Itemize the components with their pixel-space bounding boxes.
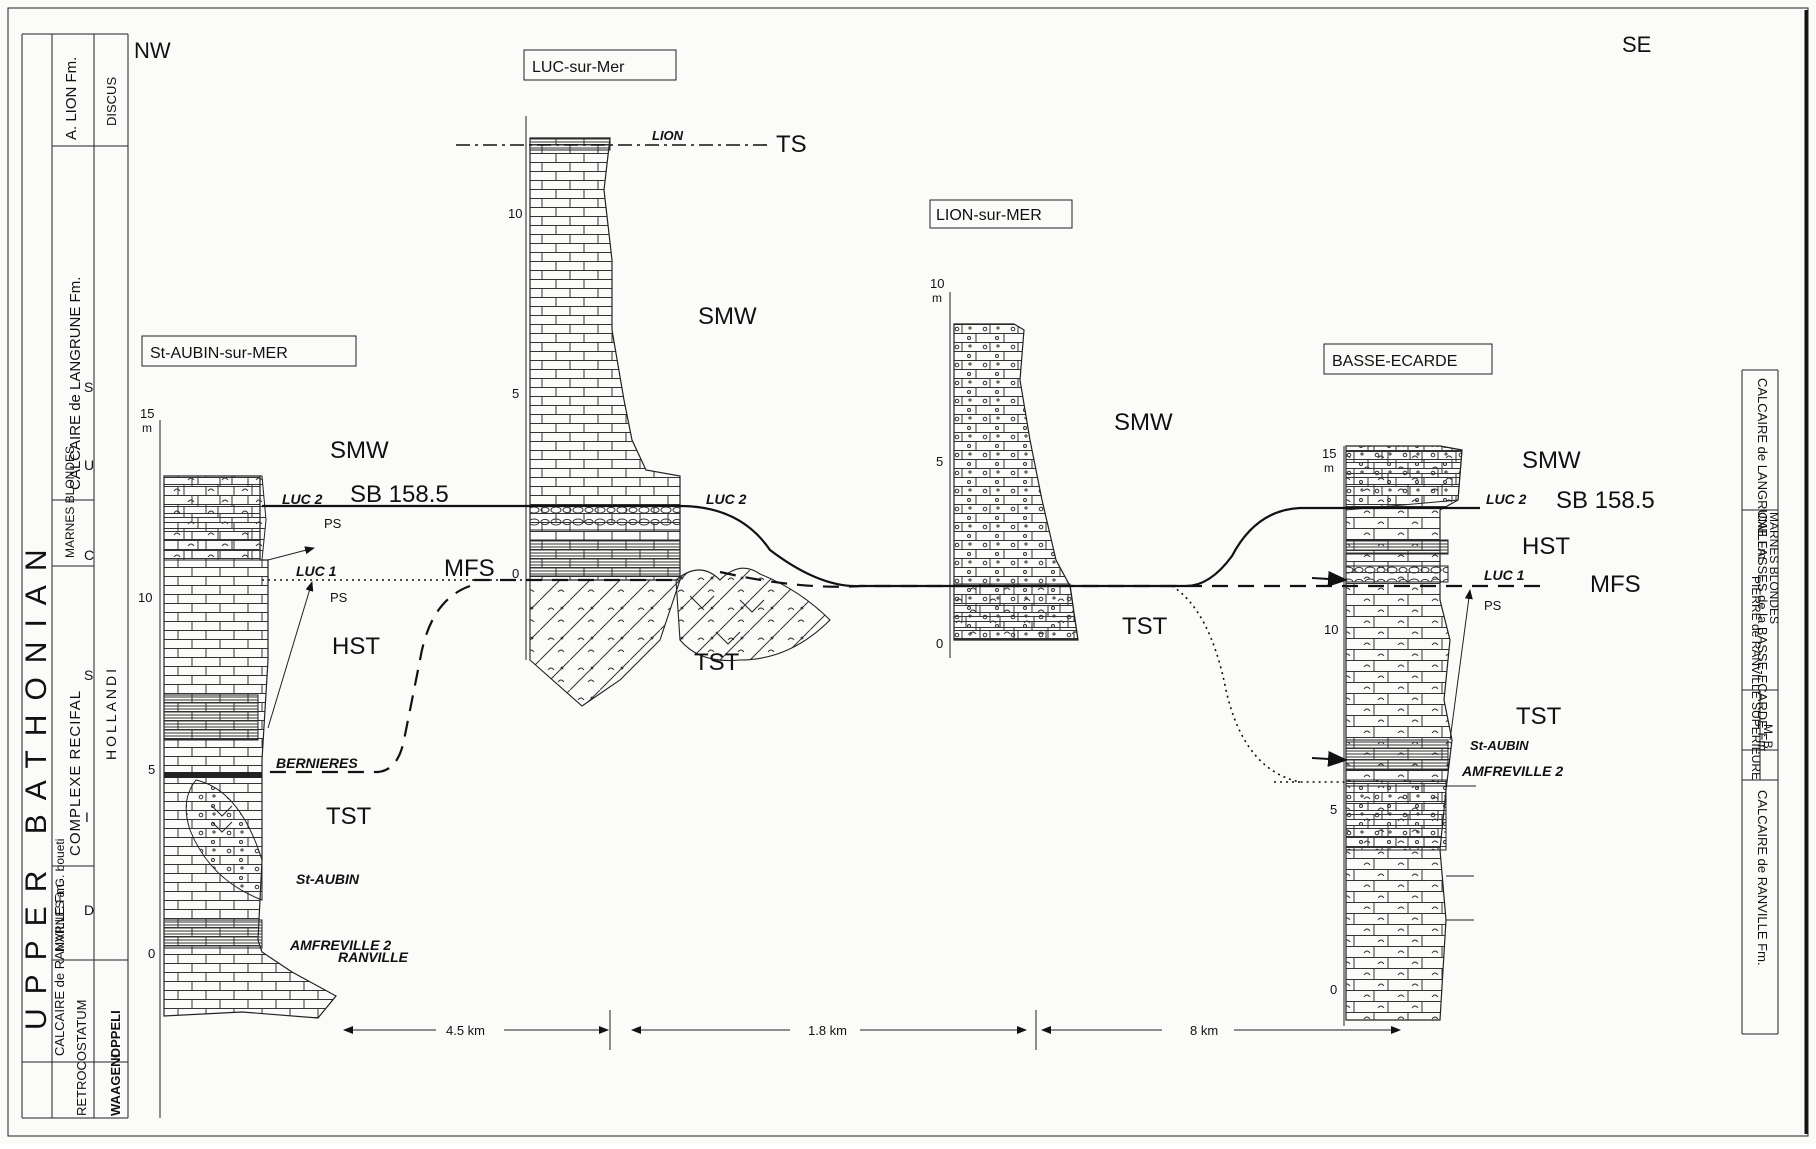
right-marnes-blondes: MARNES BLONDES	[1767, 512, 1781, 624]
distance-scale: 4.5 km 1.8 km 8 km	[343, 1010, 1401, 1050]
right-ranville: CALCAIRE de RANVILLE Fm.	[1755, 790, 1770, 966]
marker-luc1-a: LUC 1	[296, 563, 337, 579]
ps-label-2: PS	[330, 590, 348, 605]
basse-ecarde-tick-15: 15	[1322, 446, 1336, 461]
right-mb: M. B.	[1761, 724, 1775, 752]
mfs-label-left: MFS	[444, 555, 495, 582]
section-lion: LION-sur-MER 10 m 5 0	[929, 199, 1079, 658]
right-pierre-ranville: PIERRE de RANVILLE SUPERIEURE	[1749, 576, 1763, 780]
section-luc: LUC-sur-Mer 10 5 0	[508, 49, 831, 707]
right-caillasses: CAILLASSES de la BASSE-ECARDE Fm.	[1755, 512, 1770, 755]
st-aubin-tick-10: 10	[138, 590, 152, 605]
formation-complexe-recifal: COMPLEXE RECIFAL	[67, 690, 84, 856]
formation-marnes-blondes: MARNES BLONDES	[63, 446, 77, 558]
basse-ecarde-tick-10: 10	[1324, 622, 1338, 637]
ps-label-3: PS	[1484, 598, 1502, 613]
basse-ecarde-tick-0: 0	[1330, 982, 1337, 997]
basse-ecarde-log	[1345, 445, 1463, 1021]
st-aubin-tick-unit: m	[142, 421, 152, 435]
marker-luc2-a: LUC 2	[282, 491, 323, 507]
zone-letter-i: I	[85, 809, 89, 825]
marker-luc1-b: LUC 1	[1484, 567, 1525, 583]
smw-label-4: SMW	[1522, 447, 1581, 474]
zone-retrocostatum: RETROCOSTATUM	[74, 999, 89, 1116]
marker-amfreville-b: AMFREVILLE 2	[1461, 763, 1563, 779]
se-label: SE	[1622, 32, 1651, 57]
st-aubin-tick-0: 0	[148, 946, 155, 961]
zone-letter-u: U	[84, 457, 94, 473]
lion-tick-0: 0	[936, 636, 943, 651]
hst-label-2: HST	[1522, 533, 1570, 560]
subzone-waageni: WAAGENI	[108, 1054, 123, 1116]
mfs-label-right: MFS	[1590, 571, 1641, 598]
lion-tick-10: 10	[930, 276, 944, 291]
zone-letter-c: C	[84, 547, 94, 563]
lion-tick-5: 5	[936, 454, 943, 469]
left-strat-column: UPPER BATHONIAN CALCAIRE de RANVILLE Fm.…	[20, 33, 129, 1119]
ts-label: TS	[776, 131, 807, 158]
basse-ecarde-tick-5: 5	[1330, 802, 1337, 817]
section-basse-ecarde: BASSE-ECARDE 15 m 10 5 0	[1322, 343, 1493, 1026]
marker-luc2-c: LUC 2	[1486, 491, 1527, 507]
luc-tick-10: 10	[508, 206, 522, 221]
formation-ranville: CALCAIRE de RANVILLE Fm.	[52, 880, 67, 1056]
tst-label-1: TST	[326, 803, 372, 830]
tst-dotted-right	[1171, 585, 1346, 783]
zone-letter-s: S	[84, 667, 93, 683]
smw-label-1: SMW	[330, 437, 389, 464]
marker-ranville: RANVILLE	[338, 949, 409, 965]
luc-title: LUC-sur-Mer	[532, 59, 625, 76]
correlation-lines	[262, 144, 1540, 787]
distance-1: 4.5 km	[446, 1023, 485, 1038]
formation-langrune: CALCAIRE de LANGRUNE Fm.	[67, 277, 84, 490]
basse-ecarde-title: BASSE-ECARDE	[1332, 353, 1457, 370]
marker-amfreville-a: AMFREVILLE 2	[289, 937, 391, 953]
hst-label-1: HST	[332, 633, 380, 660]
basse-ecarde-tick-unit: m	[1324, 461, 1334, 475]
distance-2: 1.8 km	[808, 1023, 847, 1038]
subzone-discus: DISCUS	[104, 77, 119, 126]
distance-3: 8 km	[1190, 1023, 1218, 1038]
zone-letter-d: D	[84, 902, 94, 918]
st-aubin-tick-5: 5	[148, 762, 155, 777]
stage-label: UPPER BATHONIAN	[20, 536, 53, 1031]
luc-tick-5: 5	[512, 386, 519, 401]
section-st-aubin: St-AUBIN-sur-MER 15 m 10 5 0	[138, 335, 357, 1118]
formation-a-lion: A. LION Fm.	[63, 57, 80, 140]
sb-label-right: SB 158.5	[1556, 487, 1655, 514]
marker-st-aubin-b: St-AUBIN	[1470, 738, 1529, 753]
ps-label-1: PS	[324, 516, 342, 531]
lion-tick-unit: m	[932, 291, 942, 305]
zone-letter-s2: S	[84, 379, 93, 395]
st-aubin-title: St-AUBIN-sur-MER	[150, 345, 288, 362]
tst-label-3: TST	[1122, 613, 1168, 640]
sb-label-left: SB 158.5	[350, 481, 449, 508]
mfs-dashed-middle	[719, 570, 1082, 588]
st-aubin-tick-15: 15	[140, 406, 154, 421]
lion-title: LION-sur-MER	[936, 207, 1042, 224]
tst-label-4: TST	[1516, 703, 1562, 730]
subzone-oppeli: OPPELI	[108, 1010, 123, 1058]
right-strat-column: CALCAIRE de LANGRUNE Fm. CAILLASSES de l…	[1741, 369, 1781, 1035]
nw-label: NW	[134, 38, 171, 63]
marker-luc2-b: LUC 2	[706, 491, 747, 507]
marker-lion: LION	[652, 128, 684, 143]
marker-st-aubin-a: St-AUBIN	[296, 871, 360, 887]
smw-label-2: SMW	[698, 303, 757, 330]
right-langrune-a: CALCAIRE de LANGRUNE Fm.	[1755, 378, 1770, 563]
luc-tick-0: 0	[512, 566, 519, 581]
subzone-hollandi: HOLLANDI	[103, 666, 119, 760]
marker-bernieres: BERNIERES	[276, 755, 358, 771]
formation-marnes-boueti: MARNES à G. boueti	[53, 839, 67, 952]
smw-label-3: SMW	[1114, 409, 1173, 436]
tst-label-2: TST	[694, 649, 740, 676]
figure-frame	[7, 7, 1809, 1137]
hst-boundary-dashed	[262, 584, 471, 774]
